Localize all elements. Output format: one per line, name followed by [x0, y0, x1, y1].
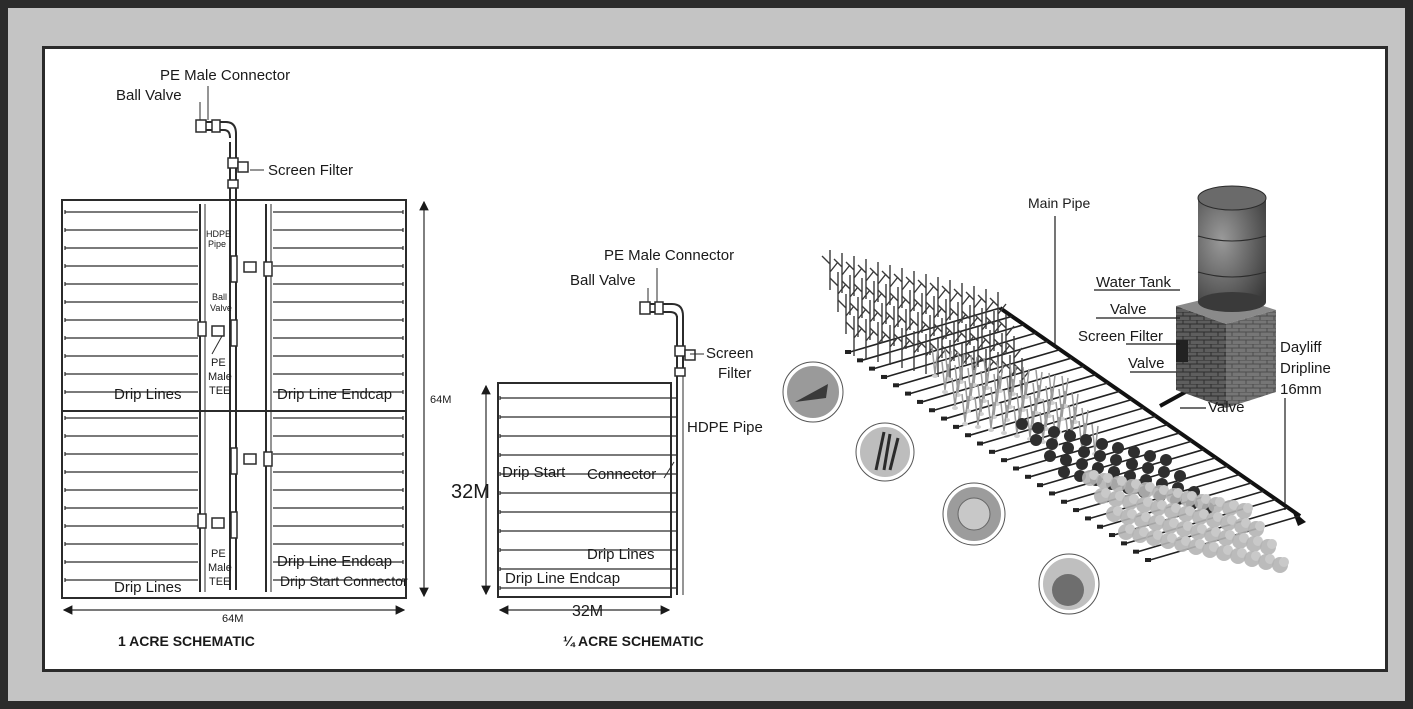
label-pe-male-tee-2c: TEE: [209, 576, 230, 588]
label-drip-lines-1: Drip Lines: [114, 386, 182, 403]
label-dripline-c: 16mm: [1280, 381, 1322, 398]
label-ball-valve-1: Ball Valve: [116, 87, 182, 104]
label-pe-male-tee-1a: PE: [211, 357, 226, 369]
label-drip-line-endcap-2: Drip Line Endcap: [277, 553, 392, 570]
dimension-height-1: 64M: [430, 394, 451, 406]
one-acre-field: [61, 199, 407, 599]
label-hdpe-pipe-2: HDPE Pipe: [687, 419, 763, 436]
label-hdpe-pipe-1a: HDPE: [206, 229, 231, 239]
label-screen-filter-2b: Filter: [718, 365, 751, 382]
label-screen-filter-1: Screen Filter: [268, 162, 353, 179]
label-water-tank: Water Tank: [1096, 274, 1172, 291]
dimension-width-2: 32M: [572, 603, 603, 620]
label-connector: Connector: [587, 466, 656, 483]
label-drip-line-endcap-3: Drip Line Endcap: [505, 570, 620, 587]
label-drip-start-connector-1: Drip Start Connector: [280, 573, 408, 589]
title-quarter-acre: ¼ ACRE SCHEMATIC: [563, 633, 704, 649]
label-dripline-b: Dripline: [1280, 360, 1331, 377]
dimension-width-1: 64M: [222, 613, 243, 625]
one-acre-schematic: [61, 86, 429, 615]
label-screen-filter-2a: Screen: [706, 345, 754, 362]
quarter-acre-schematic: [481, 268, 704, 615]
label-ball-valve-inner-a: Ball: [212, 292, 227, 302]
dimension-height-2: 32M: [451, 481, 490, 503]
label-drip-line-endcap-1: Drip Line Endcap: [277, 386, 392, 403]
label-pe-male-connector-2: PE Male Connector: [604, 247, 734, 264]
label-pe-male-tee-2a: PE: [211, 548, 226, 560]
label-main-pipe: Main Pipe: [1028, 195, 1090, 211]
quarter-acre-field: [497, 382, 672, 598]
label-drip-lines-2: Drip Lines: [114, 579, 182, 596]
title-one-acre: 1 ACRE SCHEMATIC: [118, 633, 255, 649]
label-pe-male-tee-2b: Male: [208, 562, 232, 574]
label-pe-male-connector-1: PE Male Connector: [160, 67, 290, 84]
label-ball-valve-inner-b: Valve: [210, 303, 232, 313]
label-hdpe-pipe-1b: Pipe: [208, 239, 226, 249]
label-valve-3: Valve: [1208, 399, 1244, 416]
label-ball-valve-2: Ball Valve: [570, 272, 636, 289]
label-valve-2: Valve: [1128, 355, 1164, 372]
crop-insets: [782, 361, 1100, 615]
label-pe-male-tee-1b: Male: [208, 371, 232, 383]
label-pe-male-tee-1c: TEE: [209, 385, 230, 397]
label-valve-1: Valve: [1110, 301, 1146, 318]
label-dripline-a: Dayliff: [1280, 339, 1322, 356]
label-drip-lines-3: Drip Lines: [587, 546, 655, 563]
label-drip-start: Drip Start: [502, 464, 566, 481]
farm-illustration: [782, 185, 1306, 615]
label-screen-filter-3: Screen Filter: [1078, 328, 1163, 345]
